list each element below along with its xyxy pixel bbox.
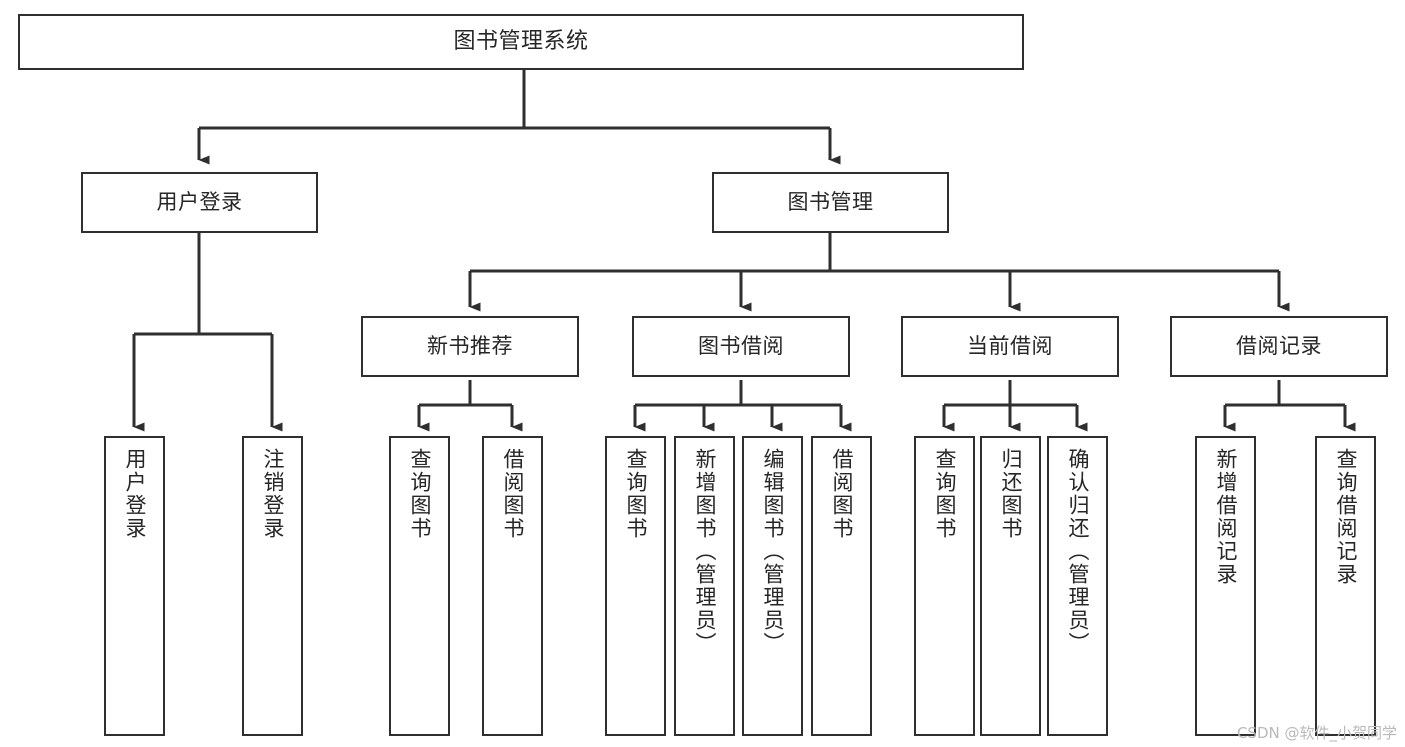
node-label: 注销登录: [261, 448, 285, 540]
leaf-book-borrow-borrow-book[interactable]: 借阅图书: [811, 436, 872, 736]
node-user-login[interactable]: 用户登录: [81, 172, 318, 233]
leaf-user-login-login[interactable]: 用户登录: [104, 436, 165, 736]
leaf-new-book-borrow-book[interactable]: 借阅图书: [482, 436, 543, 736]
node-label: 当前借阅: [967, 334, 1053, 359]
leaf-borrow-record-add-record[interactable]: 新增借阅记录: [1195, 436, 1256, 736]
leaf-current-borrow-query-book[interactable]: 查询图书: [914, 436, 975, 736]
node-label: 查询图书: [624, 448, 648, 540]
node-label: 查询借阅记录: [1334, 448, 1358, 586]
node-label: 用户登录: [156, 190, 243, 215]
node-label: 归还图书: [999, 448, 1023, 540]
node-label: 新增图书（管理员）: [693, 448, 717, 655]
node-label: 用户登录: [123, 448, 147, 540]
node-label: 图书借阅: [698, 334, 784, 359]
leaf-book-borrow-add-book-admin[interactable]: 新增图书（管理员）: [674, 436, 735, 736]
node-borrow-record[interactable]: 借阅记录: [1170, 316, 1388, 377]
node-label: 查询图书: [933, 448, 957, 540]
node-current-borrow[interactable]: 当前借阅: [901, 316, 1119, 377]
node-label: 新书推荐: [427, 334, 513, 359]
node-label: 编辑图书（管理员）: [761, 448, 785, 655]
leaf-book-borrow-edit-book-admin[interactable]: 编辑图书（管理员）: [742, 436, 803, 736]
leaf-user-login-logout[interactable]: 注销登录: [242, 436, 303, 736]
leaf-new-book-query-book[interactable]: 查询图书: [389, 436, 450, 736]
leaf-borrow-record-query-record[interactable]: 查询借阅记录: [1315, 436, 1376, 736]
node-label: 确认归还（管理员）: [1066, 448, 1090, 655]
leaf-book-borrow-query-book[interactable]: 查询图书: [605, 436, 666, 736]
node-label: 新增借阅记录: [1214, 448, 1238, 586]
node-label: 借阅图书: [830, 448, 854, 540]
node-root-book-management-system[interactable]: 图书管理系统: [18, 14, 1024, 70]
node-label: 借阅记录: [1236, 334, 1322, 359]
node-label: 借阅图书: [501, 448, 525, 540]
node-book-borrow[interactable]: 图书借阅: [632, 316, 850, 377]
node-label: 图书管理系统: [453, 29, 589, 55]
leaf-current-borrow-confirm-return-admin[interactable]: 确认归还（管理员）: [1047, 436, 1108, 736]
node-new-book-recommend[interactable]: 新书推荐: [361, 316, 579, 377]
node-label: 查询图书: [408, 448, 432, 540]
node-label: 图书管理: [787, 190, 874, 215]
leaf-current-borrow-return-book[interactable]: 归还图书: [980, 436, 1041, 736]
node-book-management[interactable]: 图书管理: [712, 172, 949, 233]
